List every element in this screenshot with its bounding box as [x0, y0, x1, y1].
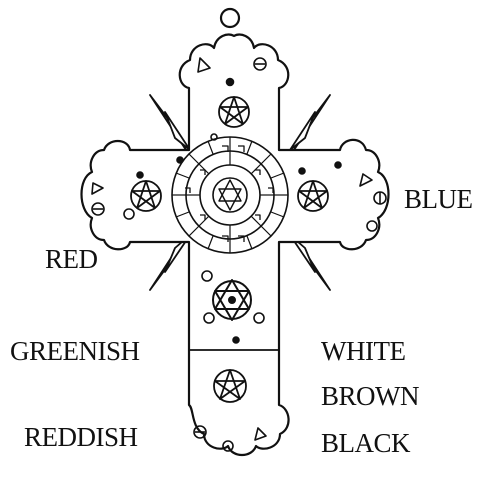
label-reddish: REDDISH: [24, 424, 138, 451]
label-white: WHITE: [321, 338, 405, 365]
central-rose: [172, 137, 288, 253]
label-brown: BROWN: [321, 383, 419, 410]
top-ring: [221, 9, 239, 27]
label-red: RED: [45, 246, 98, 273]
label-black: BLACK: [321, 430, 410, 457]
label-greenish: GREENISH: [10, 338, 140, 365]
label-blue: BLUE: [404, 186, 473, 213]
